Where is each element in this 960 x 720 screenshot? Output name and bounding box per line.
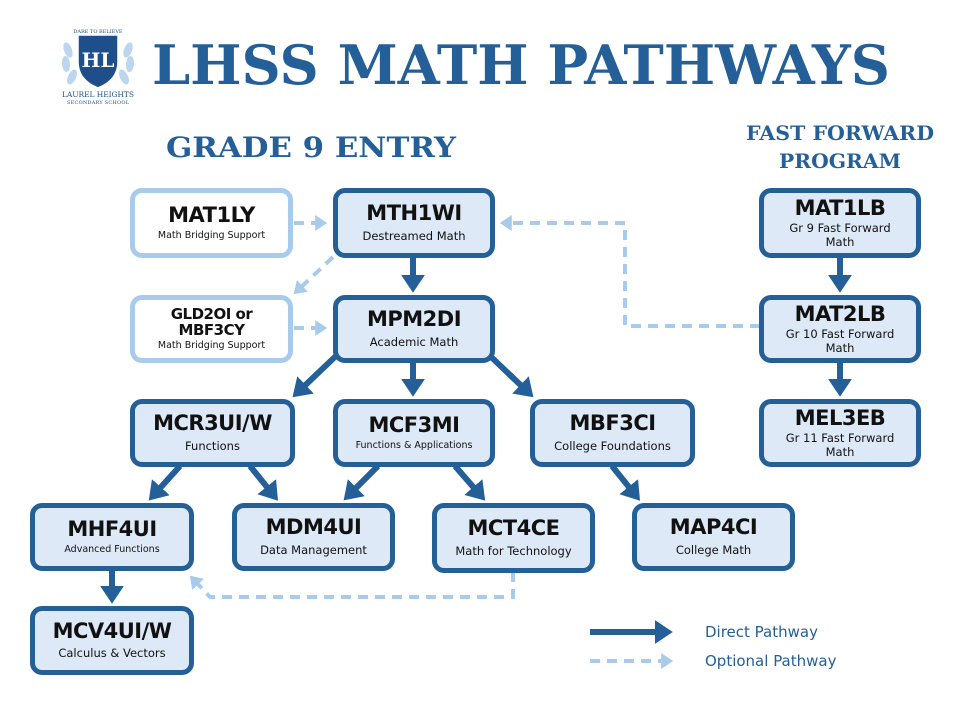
arrow-mct4ce-mhf4ui (189, 572, 515, 599)
course-code: MAT2LB (794, 301, 886, 326)
course-desc: Calculus & Vectors (58, 646, 166, 661)
course-code: MCF3MI (368, 412, 460, 437)
course-code: MHF4UI (67, 516, 157, 541)
section-heading-grade9: GRADE 9 ENTRY (166, 131, 457, 164)
arrow-mat2lb-mth1wi (499, 215, 760, 328)
laurel-wreath-icon (61, 42, 135, 85)
course-box-mcr3ui[interactable]: MCR3UI/W Functions (130, 399, 295, 467)
course-code: MEL3EB (794, 405, 886, 430)
legend-optional-label: Optional Pathway (705, 652, 837, 670)
course-code: MBF3CI (569, 411, 656, 436)
course-box-mat2lb[interactable]: MAT2LB Gr 10 Fast Forward Math (759, 295, 921, 363)
course-code: MCR3UI/W (153, 411, 272, 436)
course-code: MAT1LY (168, 202, 255, 227)
course-box-mth1wi[interactable]: MTH1WI Destreamed Math (333, 188, 495, 258)
course-box-mct4ce[interactable]: MCT4CE Math for Technology (432, 503, 595, 573)
course-box-mbf3ci[interactable]: MBF3CI College Foundations (530, 399, 695, 467)
course-desc: Math for Technology (455, 543, 572, 558)
course-code: MDM4UI (265, 515, 362, 540)
arrow-mpm2di-mbf3ci (485, 351, 534, 398)
course-box-mcv4ui[interactable]: MCV4UI/W Calculus & Vectors (30, 606, 194, 675)
svg-text:HL: HL (82, 48, 115, 72)
course-desc-line2: Math (825, 341, 855, 356)
arrow-mcf3mi-mdm4ui (343, 463, 381, 501)
course-desc: Advanced Functions (64, 543, 160, 555)
arrow-mcf3mi-mct4ce (452, 464, 486, 501)
course-desc: Math Bridging Support (157, 229, 266, 241)
course-desc: College Math (675, 542, 752, 557)
arrow-mcr3ui-mdm4ui (247, 464, 279, 501)
svg-text:DARE TO BELIEVE: DARE TO BELIEVE (73, 29, 123, 35)
course-desc: Functions & Applications (355, 439, 473, 451)
page-title: LHSS MATH PATHWAYS (152, 33, 890, 97)
course-box-map4ci[interactable]: MAP4CI College Math (632, 503, 795, 571)
course-desc: College Foundations (554, 438, 671, 453)
course-desc: Gr 9 Fast Forward (789, 220, 891, 235)
course-code: MPM2DI (366, 307, 462, 332)
course-box-mdm4ui[interactable]: MDM4UI Data Management (232, 503, 395, 571)
course-desc-line2: Math (825, 235, 855, 250)
course-desc: Destreamed Math (362, 228, 466, 243)
shield-icon (77, 34, 119, 89)
course-code: MAT1LB (794, 195, 886, 220)
course-desc: Gr 11 Fast Forward (785, 430, 895, 445)
svg-text:SECONDARY SCHOOL: SECONDARY SCHOOL (67, 100, 130, 106)
course-code: GLD2OI or (170, 304, 253, 323)
course-desc-line2: Math (825, 445, 855, 460)
course-code: MAP4CI (669, 515, 758, 540)
course-code: MCV4UI/W (52, 618, 172, 643)
course-box-mat1ly[interactable]: MAT1LY Math Bridging Support (130, 188, 293, 258)
legend-direct-label: Direct Pathway (705, 623, 818, 641)
course-desc: Academic Math (369, 334, 459, 349)
course-desc: Gr 10 Fast Forward (785, 326, 895, 341)
arrow-mpm2di-mcr3ui (292, 351, 341, 398)
course-desc: Functions (185, 438, 240, 453)
course-code: MCT4CE (467, 516, 560, 541)
course-desc: Math Bridging Support (157, 339, 266, 351)
course-desc: Data Management (260, 542, 367, 557)
arrow-mth1wi-gld2oi (293, 255, 335, 295)
course-box-mhf4ui[interactable]: MHF4UI Advanced Functions (30, 503, 194, 571)
section-heading-fast-forward: FAST FORWARD (746, 121, 934, 145)
section-heading-program: PROGRAM (779, 149, 901, 173)
course-box-mcf3mi[interactable]: MCF3MI Functions & Applications (333, 399, 495, 467)
course-box-mpm2di[interactable]: MPM2DI Academic Math (333, 295, 495, 363)
school-logo: HL DARE TO BELIEVE LAUREL HEIGHTS SECOND… (61, 29, 135, 106)
course-code-alt: MBF3CY (178, 321, 245, 340)
course-code: MTH1WI (366, 201, 462, 226)
svg-text:LAUREL HEIGHTS: LAUREL HEIGHTS (62, 90, 134, 99)
course-box-gld2oi-mbf3cy[interactable]: GLD2OI or MBF3CY Math Bridging Support (130, 295, 293, 363)
arrow-mbf3ci-map4ci (609, 464, 641, 501)
arrow-mcr3ui-mhf4ui (148, 463, 183, 501)
course-box-mat1lb[interactable]: MAT1LB Gr 9 Fast Forward Math (759, 188, 921, 258)
course-box-mel3eb[interactable]: MEL3EB Gr 11 Fast Forward Math (759, 399, 921, 467)
